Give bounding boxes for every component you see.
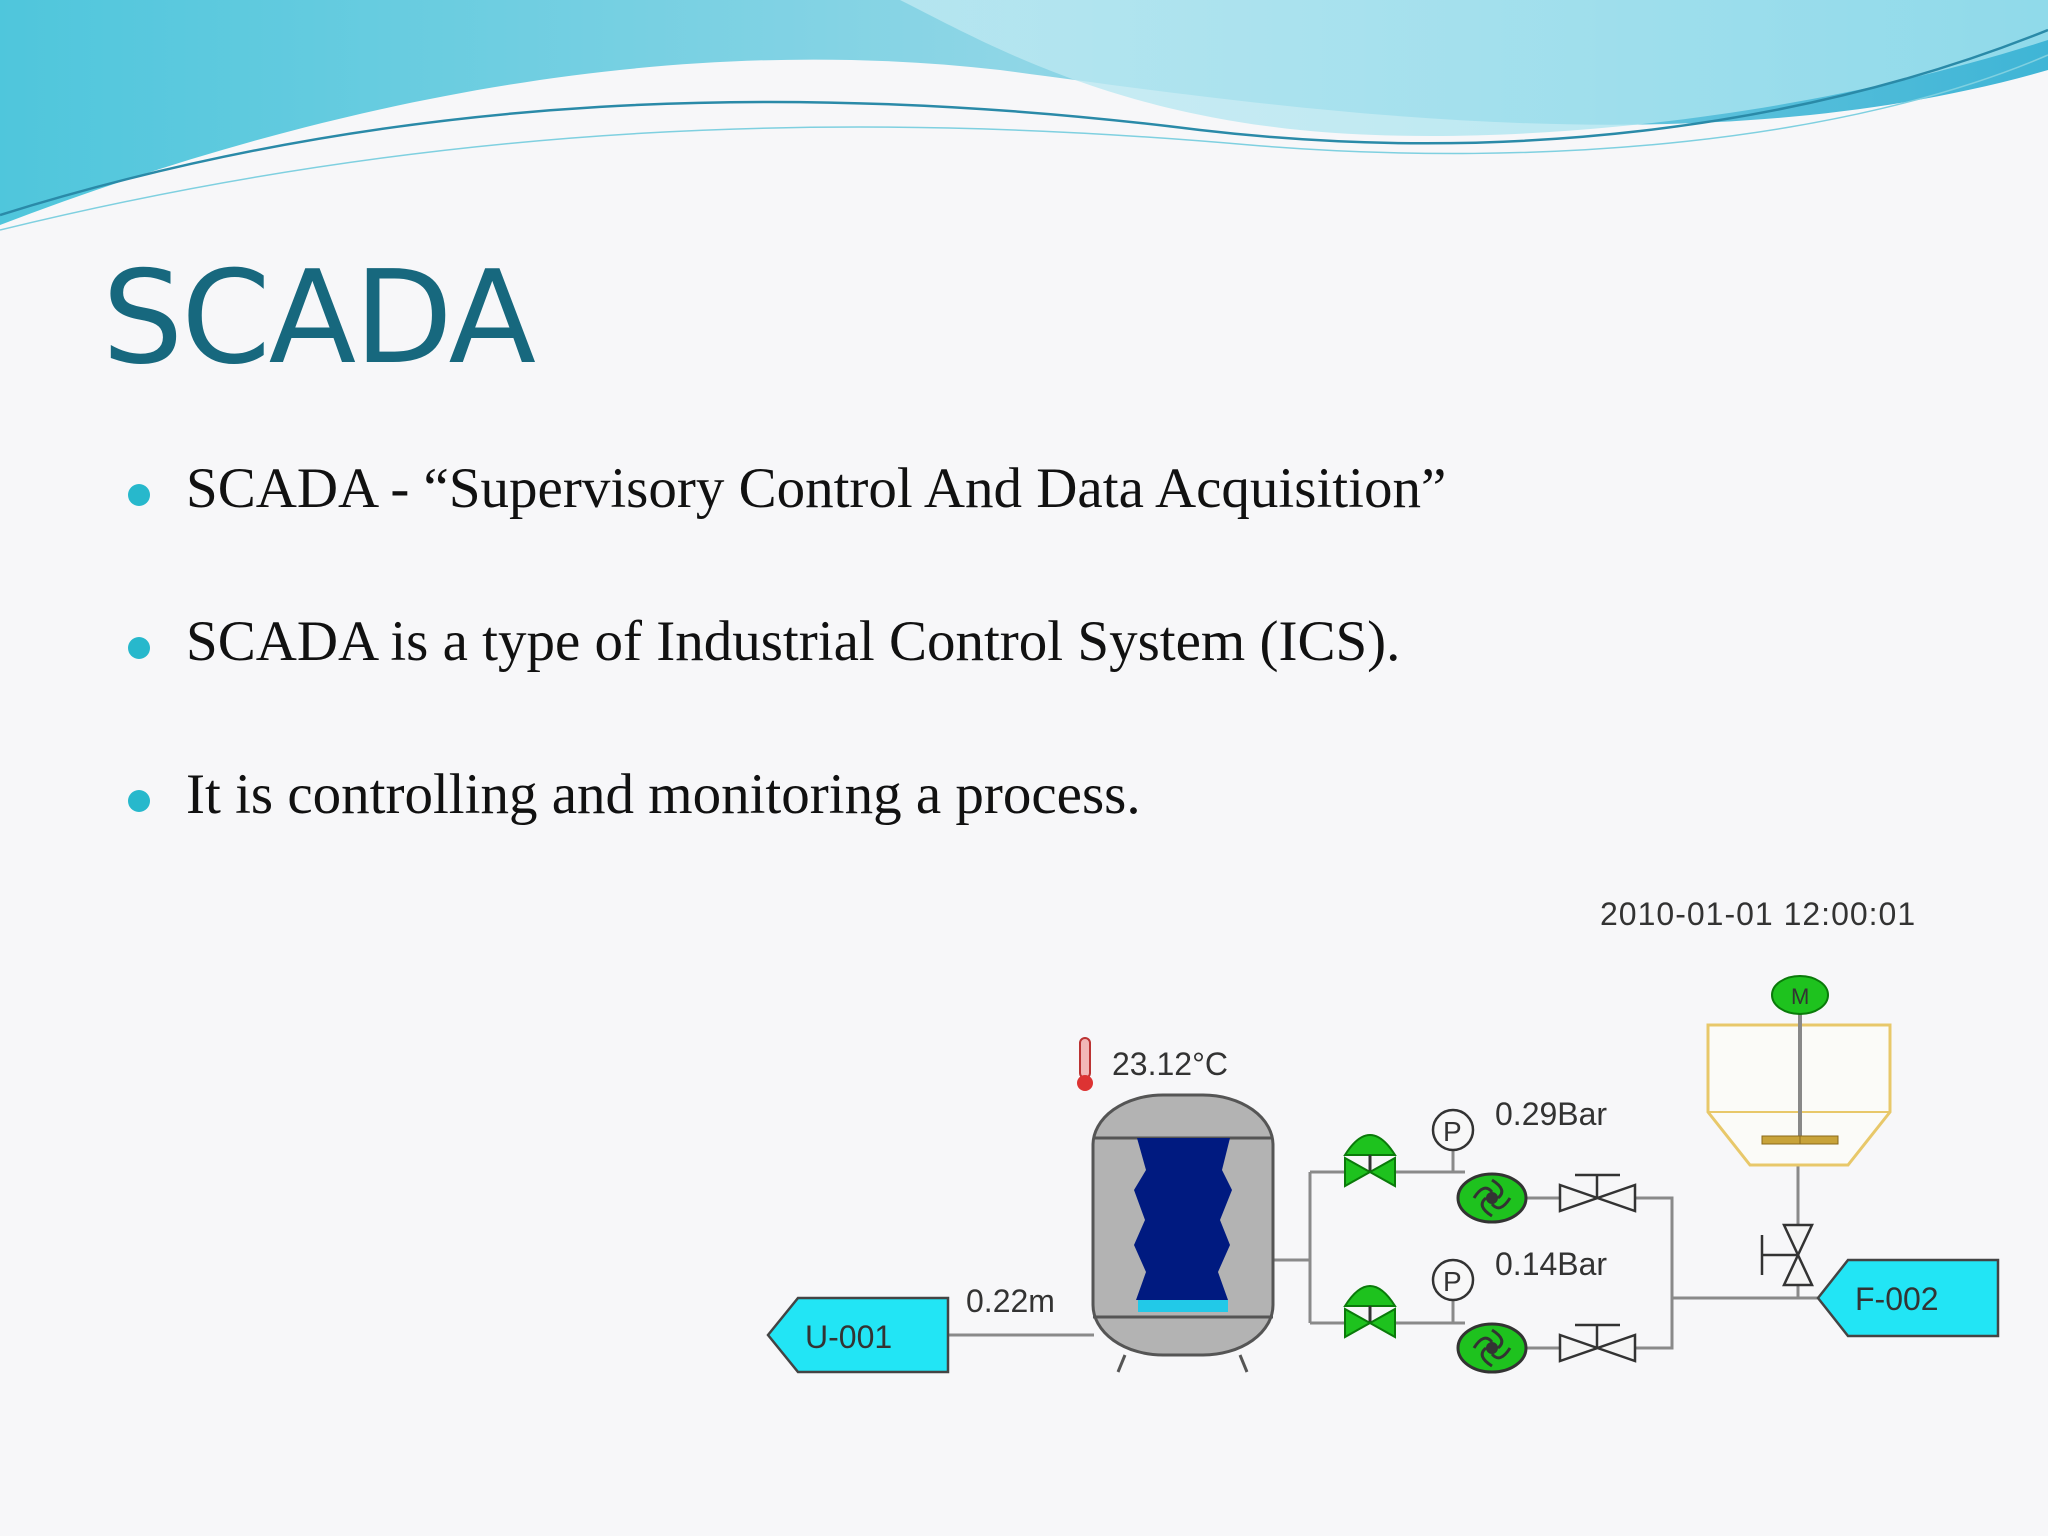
tank-liquid [1134, 1138, 1232, 1300]
control-valve-bottom-icon [1343, 1285, 1397, 1339]
control-valve-top-icon [1343, 1134, 1397, 1188]
pressure-gauge-bottom-icon: P [1431, 1258, 1475, 1302]
storage-tank [1091, 1093, 1275, 1373]
bullet-text: SCADA is a type of Industrial Control Sy… [186, 610, 1401, 673]
pressure-top-reading: 0.29Bar [1495, 1096, 1607, 1132]
bullet-item: SCADA is a type of Industrial Control Sy… [128, 613, 1446, 766]
pump-top-icon [1456, 1172, 1528, 1224]
level-reading: 0.22m [966, 1283, 1055, 1319]
bullet-text: SCADA - “Supervisory Control And Data Ac… [186, 457, 1447, 520]
scada-process-diagram: 2010-01-01 12:00:01 [766, 896, 2000, 1374]
bullet-item: It is controlling and monitoring a proce… [128, 766, 1446, 919]
manual-valve-top-icon [1558, 1173, 1637, 1213]
motor-icon: M [1771, 975, 1829, 1015]
bullet-dot-icon [128, 637, 150, 659]
svg-text:M: M [1791, 984, 1809, 1009]
manual-valve-vertical-icon [1760, 1223, 1814, 1287]
destination-tag-label: F-002 [1855, 1281, 1939, 1317]
pump-bottom-icon [1456, 1322, 1528, 1374]
source-tag: U-001 [766, 1296, 950, 1374]
mixer-vessel [1706, 1010, 1892, 1167]
timestamp-label: 2010-01-01 12:00:01 [1600, 896, 1916, 932]
pressure-gauge-top-icon: P [1431, 1108, 1475, 1152]
bullet-dot-icon [128, 484, 150, 506]
thermometer-icon [1077, 1037, 1093, 1091]
manual-valve-bottom-icon [1558, 1323, 1637, 1363]
header-wave-decoration [0, 0, 2048, 231]
svg-text:P: P [1443, 1266, 1462, 1297]
temperature-reading: 23.12°C [1112, 1046, 1228, 1082]
svg-text:P: P [1443, 1116, 1462, 1147]
slide-title: SCADA [102, 244, 536, 393]
bullet-list: SCADA - “Supervisory Control And Data Ac… [128, 460, 1446, 919]
destination-tag: F-002 [1816, 1258, 2000, 1338]
pressure-bottom-reading: 0.14Bar [1495, 1246, 1607, 1282]
source-tag-label: U-001 [805, 1319, 892, 1355]
bullet-dot-icon [128, 790, 150, 812]
bullet-text: It is controlling and monitoring a proce… [186, 763, 1141, 826]
bullet-item: SCADA - “Supervisory Control And Data Ac… [128, 460, 1446, 613]
